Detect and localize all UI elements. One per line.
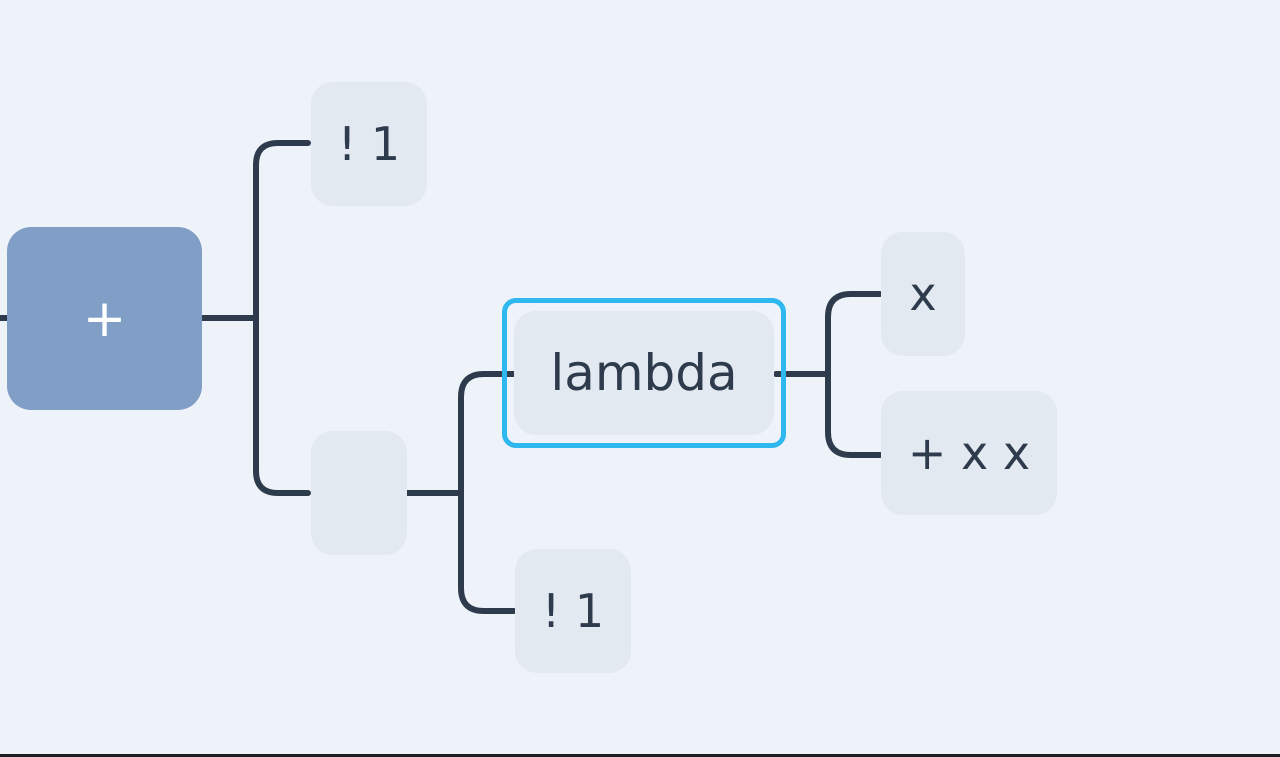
lambda-param-node-label: x [909,267,937,321]
edge-application-to-lambda [458,371,517,496]
edge-lambda-to-param [825,291,883,377]
root-node[interactable]: + [7,227,202,410]
edge-root-to-first-arg [253,140,311,321]
lambda-param-node[interactable]: x [881,232,965,356]
edge-root-to-application [253,315,311,496]
second-arg-node-label: ! 1 [541,584,605,638]
root-node-label: + [82,288,127,349]
first-arg-node[interactable]: ! 1 [311,82,427,206]
selection-outline [502,298,786,448]
first-arg-node-label: ! 1 [337,117,401,171]
lambda-body-node[interactable]: + x x [881,391,1057,515]
lambda-node[interactable]: lambda [514,311,774,435]
edge-application-to-second-arg [458,490,517,614]
window-bottom-border [0,754,1280,757]
lambda-body-node-label: + x x [907,426,1031,480]
lambda-node-label: lambda [550,344,738,402]
second-arg-node[interactable]: ! 1 [515,549,631,673]
edge-lambda-to-body [825,371,883,458]
application-node[interactable] [311,431,407,555]
